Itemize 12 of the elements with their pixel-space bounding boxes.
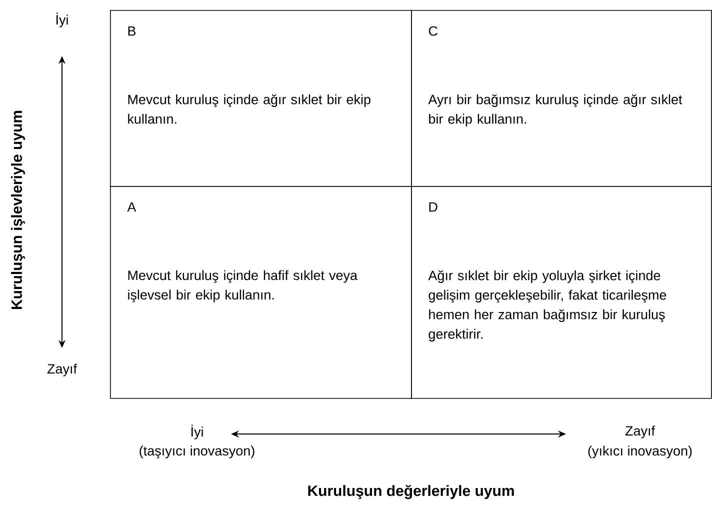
axis-title: Kuruluşun işlevleriyle uyum [11, 110, 25, 310]
quadrant-cell: A Mevcut kuruluş içinde hafif sıklet veya işlevsel bir ekip kullanın. [110, 186, 412, 399]
scale-label: (yıkıcı inovasyon) [588, 446, 692, 458]
scale-label: İyi [56, 12, 68, 28]
axis-title: Kuruluşun değerleriyle uyum [308, 484, 514, 500]
scale-label: İyi [192, 424, 203, 440]
scale-label: Zayıf [625, 426, 656, 438]
quadrant-cell: C Ayrı bir bağımsız kuruluş içinde ağır sıklet bir ekip kullanın. [411, 10, 712, 187]
scale-label: (taşıyıcı inovasyon) [140, 446, 254, 458]
quadrant-cell: B Mevcut kuruluş içinde ağır sıklet bir ekip kullanın. [110, 10, 412, 187]
quadrant-cell: D Ağır sıklet bir ekip yoluyla şirket içinde gelişim gerçekleşebilir, fakat ticarileşme hemen her zaman bağımsız bir kuruluş gerektirir. [411, 186, 712, 399]
scale-label: Zayıf [47, 364, 78, 376]
